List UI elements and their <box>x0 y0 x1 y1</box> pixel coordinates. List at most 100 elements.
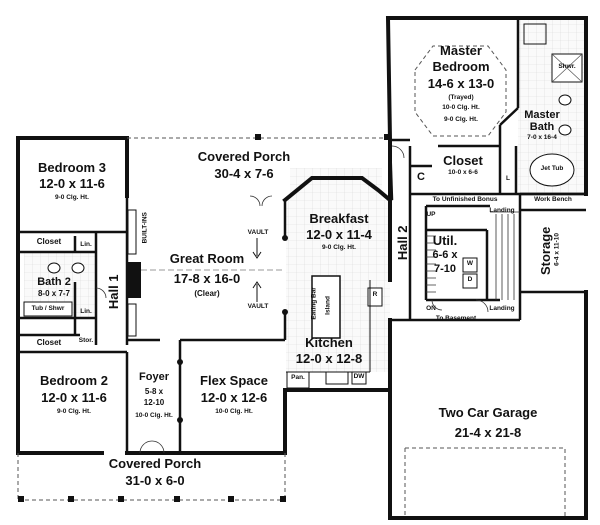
master-bedroom-ceiling: 10-0 Clg. Ht. <box>442 104 480 111</box>
rear-porch-title: Covered Porch <box>197 149 291 164</box>
vault-label-top: VAULT <box>247 229 269 236</box>
built-ins-label: BUILT-INS <box>141 212 149 244</box>
shower-label: Shwr. <box>558 63 576 70</box>
lin-bottom-label: Lin. <box>80 308 92 315</box>
landing-upper: Landing <box>489 207 515 214</box>
stor-label: Stor. <box>78 337 94 344</box>
bath2-sink-b <box>71 262 85 274</box>
flex-title: Flex Space <box>200 373 268 388</box>
vault-arrow-up-head <box>252 281 262 289</box>
breakfast-title: Breakfast <box>309 211 369 226</box>
landing-lower: Landing <box>489 305 515 312</box>
built-ins-right <box>127 303 137 337</box>
sink-b <box>558 124 572 136</box>
utility-size-2: 7-10 <box>433 263 457 275</box>
utility-size-1: 6-6 x <box>432 249 458 261</box>
dryer <box>462 273 478 289</box>
master-bedroom-title-1: Master <box>440 43 482 58</box>
work-bench-label: Work Bench <box>534 196 572 203</box>
kitchen-counter <box>286 280 371 373</box>
closet-top-label: Closet <box>36 237 62 246</box>
kitchen-size: 12-0 x 12-8 <box>295 351 363 366</box>
porch-outlines <box>17 45 566 518</box>
foyer-title: Foyer <box>139 371 169 383</box>
on-mark: ON <box>426 305 436 312</box>
foyer-size-1: 5-8 x <box>144 387 164 396</box>
kitchen-title: Kitchen <box>305 335 353 350</box>
to-bonus-label: To Unfinished Bonus <box>432 196 498 203</box>
great-room-title: Great Room <box>169 251 245 266</box>
front-porch-size: 31-0 x 6-0 <box>125 473 185 488</box>
master-bath-title-1: Master <box>524 109 560 121</box>
up-mark: UP <box>426 211 436 218</box>
utility-title: Util. <box>432 233 458 248</box>
to-basement-label: To Basement <box>435 315 477 322</box>
eating-bar-label: Eating Bar <box>310 287 318 320</box>
garage-size: 21-4 x 21-8 <box>454 425 522 440</box>
washer-label: W <box>466 260 474 267</box>
master-bath-size: 7-0 x 16-4 <box>527 134 557 141</box>
fridge <box>367 287 383 307</box>
foyer-size-2: 12-10 <box>143 398 165 407</box>
pantry-label: Pan. <box>291 374 305 381</box>
master-bedroom-size: 14-6 x 13-0 <box>427 76 495 91</box>
fridge-label: R <box>372 291 378 298</box>
tub-shower <box>23 301 73 317</box>
sink <box>325 371 349 385</box>
toilet-closet <box>523 23 547 45</box>
closet-bottom-label: Closet <box>36 338 62 347</box>
bedroom2-size: 12-0 x 11-6 <box>41 390 107 405</box>
tub-shower-label: Tub / Shwr <box>31 305 65 312</box>
bath2-size: 8-0 x 7-7 <box>37 289 71 298</box>
washer <box>462 257 478 273</box>
bath2-title: Bath 2 <box>37 276 71 288</box>
closet-c-mark: C <box>417 171 425 183</box>
vault-label-bottom: VAULT <box>247 303 269 310</box>
door-swings <box>95 145 489 454</box>
fireplace <box>128 262 141 298</box>
breakfast-tile <box>290 168 382 208</box>
bedroom3-size: 12-0 x 11-6 <box>39 176 105 191</box>
master-bath-title-2: Bath <box>529 121 555 133</box>
shower-x <box>551 53 583 83</box>
breakfast-ceiling: 9-0 Clg. Ht. <box>322 244 356 251</box>
flex-ceiling: 10-0 Clg. Ht. <box>215 408 253 415</box>
master-bedroom-ceiling-2: 9-0 Clg. Ht. <box>444 116 478 123</box>
kitchen-island <box>311 275 341 339</box>
master-bedroom-title-2: Bedroom <box>432 59 490 74</box>
master-bedroom-note: (Trayed) <box>448 94 474 101</box>
built-ins-left <box>127 209 137 255</box>
great-room-note: (Clear) <box>194 289 220 298</box>
bedroom3-title: Bedroom 3 <box>38 160 106 175</box>
bedroom2-title: Bedroom 2 <box>40 373 108 388</box>
hall2-label: Hall 2 <box>395 225 411 261</box>
storage-size: 6-4 x 11-10 <box>553 232 561 266</box>
rear-porch-size: 30-4 x 7-6 <box>214 166 274 181</box>
master-closet-size: 10-0 x 6-6 <box>448 169 478 176</box>
lin-top-label: Lin. <box>80 241 92 248</box>
breakfast-size: 12-0 x 11-4 <box>306 227 372 242</box>
front-porch-title: Covered Porch <box>108 456 202 471</box>
closet-l-mark: L <box>506 175 510 182</box>
jet-tub-label: Jet Tub <box>540 165 564 172</box>
jet-tub <box>529 153 575 187</box>
porch-columns <box>18 134 390 502</box>
vault-arrow-down-head <box>252 251 262 259</box>
master-closet-title: Closet <box>443 153 483 168</box>
bath2-sink-a <box>47 262 61 274</box>
sink-a <box>558 94 572 106</box>
foyer-ceiling: 10-0 Clg. Ht. <box>135 412 173 419</box>
great-room-size: 17-8 x 16-0 <box>173 271 241 286</box>
interior-walls <box>18 18 586 453</box>
bedroom3-ceiling: 9-0 Clg. Ht. <box>55 194 89 201</box>
island-label: Island <box>324 296 332 315</box>
storage-title: Storage <box>538 226 554 276</box>
flex-size: 12-0 x 12-6 <box>200 390 268 405</box>
hall1-label: Hall 1 <box>106 274 122 310</box>
stairs <box>426 211 520 300</box>
bedroom2-ceiling: 9-0 Clg. Ht. <box>57 408 91 415</box>
dryer-label: D <box>467 276 473 283</box>
round-posts <box>177 235 288 423</box>
dishwasher-label: DW <box>353 373 365 380</box>
